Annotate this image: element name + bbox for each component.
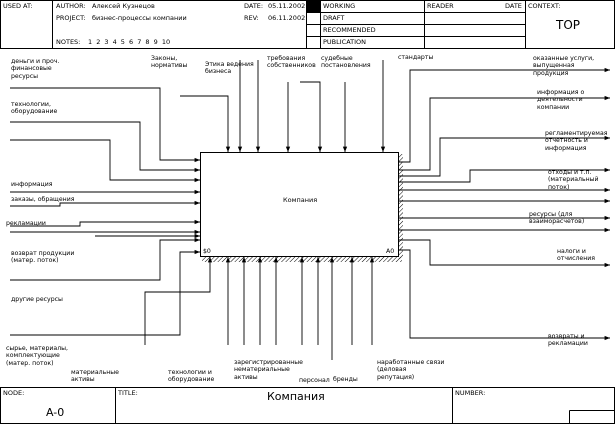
output-arrow-reports xyxy=(398,135,610,177)
date-label: DATE: xyxy=(244,2,264,10)
author-label: AUTHOR: xyxy=(56,2,86,10)
input-label-information: информация xyxy=(11,181,53,188)
node-value: A-0 xyxy=(46,406,65,419)
control-label-ethics: Этика ведения бизнеса xyxy=(205,61,254,76)
input-label-claims: рекламации xyxy=(6,220,46,227)
diagram-title: Компания xyxy=(267,390,325,403)
input-arrow-technology-2 xyxy=(10,139,200,183)
output-arrow-returns xyxy=(398,249,610,341)
mech-label-personnel: персонал xyxy=(299,377,330,384)
control-label-laws: Законы, нормативы xyxy=(151,55,188,70)
control-label-court: судебные постановления xyxy=(321,55,371,70)
mech-label-relations: наработанные связи (деловая репутация) xyxy=(377,359,445,381)
mech-label-technology: технологии и оборудование xyxy=(168,369,215,384)
activity-title: Компания xyxy=(283,196,318,204)
output-arrow-reports-2 xyxy=(398,167,610,183)
input-arrow-other xyxy=(10,237,200,281)
status-working: WORKING xyxy=(323,2,356,10)
notes-value: 1 2 3 4 5 6 7 8 9 10 xyxy=(88,38,171,46)
input-arrow-orders xyxy=(10,200,200,207)
project-value: бизнес-процессы компании xyxy=(92,14,187,22)
output-label-taxes: налоги и отчисления xyxy=(557,248,596,263)
output-label-info: информация о деятельности компании xyxy=(537,89,585,111)
input-arrow-raw xyxy=(10,249,200,336)
status-publication: PUBLICATION xyxy=(323,38,367,46)
activity-number: A0 xyxy=(386,248,395,255)
input-label-other: другие ресурсы xyxy=(11,296,63,303)
output-label-resources: ресурсы (для взаиморасчетов) xyxy=(529,211,585,226)
control-label-owners: требования собственников xyxy=(267,55,316,70)
output-arrow-services xyxy=(398,67,610,163)
notes-label: NOTES: xyxy=(56,38,81,46)
output-label-services: оказанные услуги, выпущенная продукция xyxy=(533,55,595,77)
input-label-returns: возврат продукции (матер. поток) xyxy=(11,250,75,265)
status-draft: DRAFT xyxy=(323,14,345,22)
status-recommended: RECOMMENDED xyxy=(323,26,376,34)
reader-label: READER xyxy=(427,2,454,10)
activity-cost: $0 xyxy=(203,248,211,255)
context-value: TOP xyxy=(556,18,581,32)
used-at-label: USED AT: xyxy=(3,2,33,10)
input-label-raw: сырье, материалы, комплектующие (матер. … xyxy=(6,345,69,367)
mech-arrow-assets xyxy=(144,257,213,345)
output-arrow-info xyxy=(398,95,610,171)
input-label-orders: заказы, обращения xyxy=(11,196,75,203)
reader-date-label: DATE xyxy=(505,2,522,10)
output-label-returns: возвраты и рекламации xyxy=(548,333,588,348)
control-label-standards: стандарты xyxy=(398,54,434,61)
mech-label-brands: бренды xyxy=(333,376,358,383)
input-label-technology: технологии, оборудование xyxy=(11,101,58,116)
input-arrow-claims xyxy=(10,219,200,227)
rev-label: REV: xyxy=(244,14,259,22)
input-label-money: деньги и проч. финансовые ресурсы xyxy=(11,58,60,80)
output-arrow-taxes xyxy=(398,239,610,268)
activity-box xyxy=(200,152,403,262)
project-label: PROJECT: xyxy=(56,14,86,22)
number-label: NUMBER: xyxy=(455,389,486,397)
working-indicator xyxy=(307,1,320,12)
output-label-reports: регламентируемая отчетность и информация xyxy=(545,130,608,152)
title-label: TITLE: xyxy=(118,389,138,397)
date-value: 05.11.2002 xyxy=(268,2,306,10)
output-label-waste: отходы и т.п. (материальный поток) xyxy=(548,169,599,191)
author-value: Алексей Кузнецов xyxy=(92,2,155,10)
mech-label-intangible: зарегистрированные нематериальные активы xyxy=(234,359,303,381)
input-arrow-money xyxy=(10,87,200,163)
control-arrow-court xyxy=(300,81,323,152)
input-arrow-technology xyxy=(10,121,200,173)
rev-value: 06.11.2002 xyxy=(268,14,306,22)
node-label: NODE: xyxy=(3,389,25,397)
context-label: CONTEXT: xyxy=(528,2,561,10)
mech-label-assets: материальные активы xyxy=(71,369,119,384)
control-arrow-laws xyxy=(180,95,231,152)
